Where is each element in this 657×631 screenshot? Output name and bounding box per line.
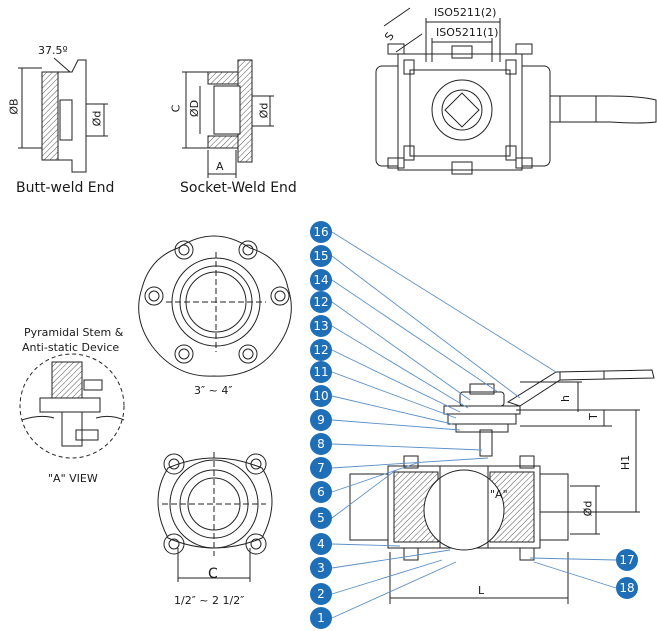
iso5211-1-label: ISO5211(1)	[436, 26, 499, 39]
callout-11: 11	[310, 361, 332, 383]
stem-detail-title-1: Pyramidal Stem &	[24, 326, 124, 339]
dim-l-label: L	[478, 584, 485, 597]
top-view	[375, 7, 657, 175]
dim-section-d-label: Ød	[581, 500, 595, 517]
callout-17: 17	[616, 549, 638, 571]
dim-socket-d-outer: ØD	[188, 99, 202, 118]
callout-2: 2	[310, 583, 332, 605]
callout-3: 3	[310, 557, 332, 579]
callout-15: 15	[310, 245, 332, 267]
angle-label: 37.5º	[38, 44, 68, 57]
callout-6: 6	[310, 481, 332, 503]
callout-18: 18	[616, 577, 638, 599]
flange-large	[138, 235, 292, 377]
butt-weld-view	[18, 57, 108, 173]
a-view-caption: "A" VIEW	[48, 472, 98, 485]
callout-1: 1	[310, 607, 332, 629]
stem-detail	[19, 353, 125, 459]
dim-t-label: T	[586, 413, 600, 420]
callout-12-lower: 12	[310, 339, 332, 361]
callout-10: 10	[310, 385, 332, 407]
section-a-label: "A"	[490, 488, 508, 501]
socket-weld-view	[182, 59, 274, 178]
callout-7: 7	[310, 457, 332, 479]
callout-4: 4	[310, 533, 332, 555]
dim-outer-b: ØB	[7, 98, 21, 115]
dim-h-label: h	[558, 395, 572, 402]
butt-weld-caption: Butt-weld End	[16, 180, 115, 196]
callout-14: 14	[310, 269, 332, 291]
callout-12-upper: 12	[310, 291, 332, 313]
dim-inner-d: Ød	[90, 110, 104, 127]
dim-socket-a: A	[216, 160, 224, 173]
iso5211-2-label: ISO5211(2)	[434, 6, 497, 19]
socket-weld-caption: Socket-Weld End	[180, 180, 297, 196]
flange-small-dim-c: C	[208, 566, 218, 582]
callout-13: 13	[310, 315, 332, 337]
callout-9: 9	[310, 409, 332, 431]
callout-5: 5	[310, 507, 332, 529]
flange-small-caption: 1/2″ ~ 2 1/2″	[174, 594, 245, 607]
flange-large-caption: 3″ ~ 4″	[194, 384, 233, 397]
flange-small	[157, 452, 273, 582]
callout-8: 8	[310, 433, 332, 455]
stem-detail-title-2: Anti-static Device	[22, 341, 120, 354]
dim-socket-c: C	[169, 104, 183, 113]
dim-h1-label: H1	[619, 454, 633, 471]
dim-socket-d-inner: Ød	[257, 102, 271, 119]
callout-leaders	[331, 231, 617, 619]
callout-16: 16	[310, 221, 332, 243]
section-view	[349, 369, 655, 604]
